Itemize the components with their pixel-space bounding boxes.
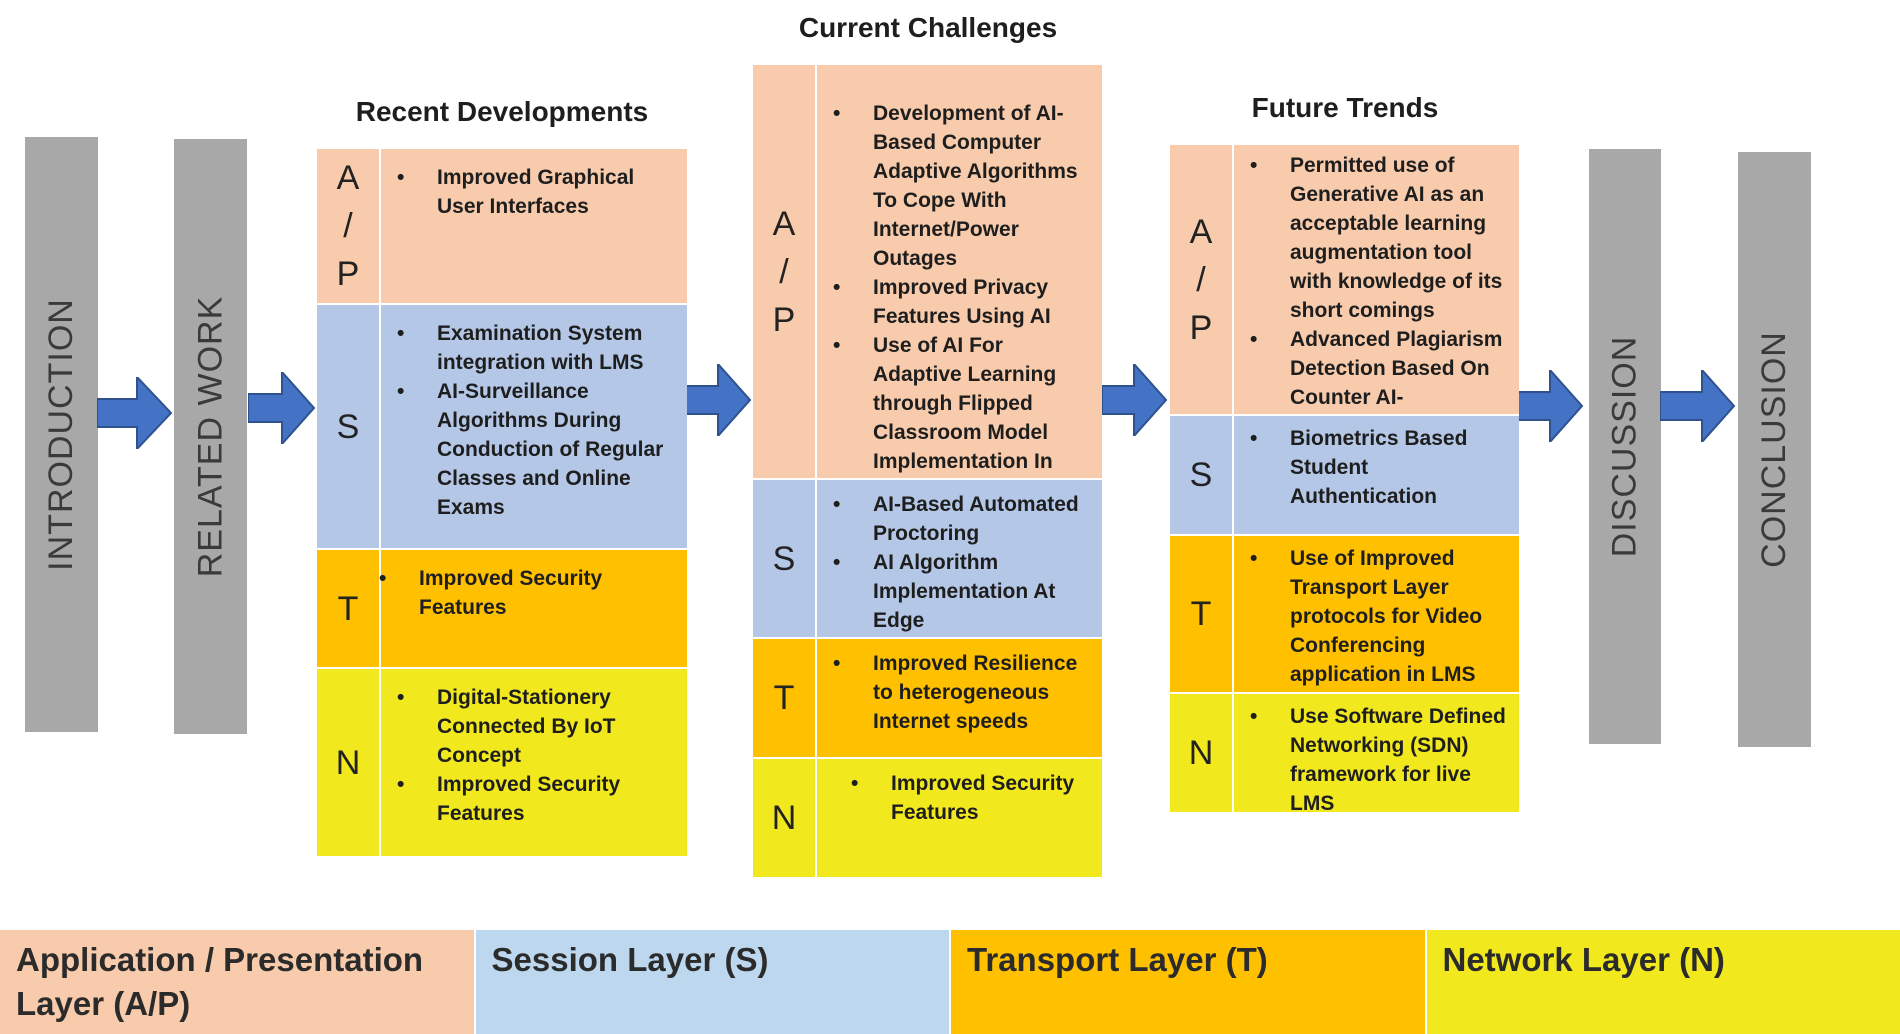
future-trends-stack: A/P Permitted use of Generative AI as an… xyxy=(1170,145,1519,815)
legend-application-presentation: Application / Presentation Layer (A/P) xyxy=(0,930,476,1034)
arrow-right-icon xyxy=(1102,364,1168,436)
ap-code: A/P xyxy=(317,149,381,303)
list-item: Use Software Defined Networking (SDN) fr… xyxy=(1250,702,1509,818)
list-item: Improved Security Features xyxy=(851,769,1092,827)
ap-code: A/P xyxy=(1170,145,1234,414)
layer-legend: Application / Presentation Layer (A/P) S… xyxy=(0,930,1900,1034)
challenges-ap-row: A/P Development of AI-Based Computer Ada… xyxy=(753,65,1102,502)
list-item: Use of AI For Adaptive Learning through … xyxy=(833,331,1092,505)
recent-developments-stack: A/P Improved Graphical User Interfaces S… xyxy=(317,149,687,856)
recent-developments-title: Recent Developments xyxy=(355,96,649,127)
legend-network: Network Layer (N) xyxy=(1426,930,1900,1034)
future-s-row: S Biometrics Based Student Authenticatio… xyxy=(1170,416,1519,536)
conclusion-label: CONCLUSION xyxy=(1755,331,1794,568)
introduction-label: INTRODUCTION xyxy=(42,298,80,571)
list-item: Improved Privacy Features Using AI xyxy=(833,273,1092,331)
list-item: Examination System integration with LMS xyxy=(397,319,677,377)
ap-code: A/P xyxy=(753,65,817,478)
arrow-right-icon xyxy=(97,377,173,449)
t-code: T xyxy=(753,639,817,757)
list-item: AI-Surveillance Algorithms During Conduc… xyxy=(397,377,677,522)
future-n-row: N Use Software Defined Networking (SDN) … xyxy=(1170,694,1519,815)
arrow-right-icon xyxy=(248,372,316,444)
n-code: N xyxy=(1170,694,1234,812)
s-code: S xyxy=(317,305,381,548)
conclusion-bar: CONCLUSION xyxy=(1738,152,1811,747)
list-item: Use of Improved Transport Layer protocol… xyxy=(1250,544,1509,689)
challenges-t-row: T Improved Resilience to heterogeneous I… xyxy=(753,639,1102,759)
recent-s-row: S Examination System integration with LM… xyxy=(317,305,687,550)
s-code: S xyxy=(1170,416,1234,534)
list-item: Improved Security Features xyxy=(397,770,677,828)
current-challenges-stack: A/P Development of AI-Based Computer Ada… xyxy=(753,65,1102,877)
list-item: Digital-Stationery Connected By IoT Conc… xyxy=(397,683,677,770)
recent-t-row: T Improved Security Features xyxy=(317,550,687,669)
future-t-row: T Use of Improved Transport Layer protoc… xyxy=(1170,536,1519,694)
current-challenges-title: Current Challenges xyxy=(798,12,1058,43)
legend-transport: Transport Layer (T) xyxy=(951,930,1427,1034)
discussion-bar: DISCUSSION xyxy=(1589,149,1661,744)
list-item: Improved Graphical User Interfaces xyxy=(397,163,677,221)
discussion-label: DISCUSSION xyxy=(1605,335,1644,558)
related-work-bar: RELATED WORK xyxy=(174,139,247,734)
list-item: Improved Resilience to heterogeneous Int… xyxy=(833,649,1092,736)
challenges-s-row: S AI-Based Automated Proctoring AI Algor… xyxy=(753,480,1102,639)
related-work-label: RELATED WORK xyxy=(191,295,230,578)
legend-session: Session Layer (S) xyxy=(475,930,951,1034)
s-code: S xyxy=(753,480,817,637)
recent-n-row: N Digital-Stationery Connected By IoT Co… xyxy=(317,669,687,856)
list-item: Improved Security Features xyxy=(379,564,677,622)
introduction-bar: INTRODUCTION xyxy=(25,137,98,732)
t-code: T xyxy=(317,550,381,667)
n-code: N xyxy=(317,669,381,856)
arrow-right-icon xyxy=(1518,370,1584,442)
t-code: T xyxy=(1170,536,1234,692)
arrow-right-icon xyxy=(686,364,752,436)
n-code: N xyxy=(753,759,817,877)
future-trends-title: Future Trends xyxy=(1251,92,1439,123)
list-item: Development of AI-Based Computer Adaptiv… xyxy=(833,99,1092,273)
list-item: AI-Based Automated Proctoring xyxy=(833,490,1092,548)
challenges-n-row: N Improved Security Features xyxy=(753,759,1102,877)
list-item: AI Algorithm Implementation At Edge xyxy=(833,548,1092,635)
arrow-right-icon xyxy=(1660,370,1736,442)
future-ap-row: A/P Permitted use of Generative AI as an… xyxy=(1170,145,1519,438)
list-item: Permitted use of Generative AI as an acc… xyxy=(1250,151,1509,325)
recent-ap-row: A/P Improved Graphical User Interfaces xyxy=(317,149,687,305)
list-item: Biometrics Based Student Authentication xyxy=(1250,424,1509,511)
